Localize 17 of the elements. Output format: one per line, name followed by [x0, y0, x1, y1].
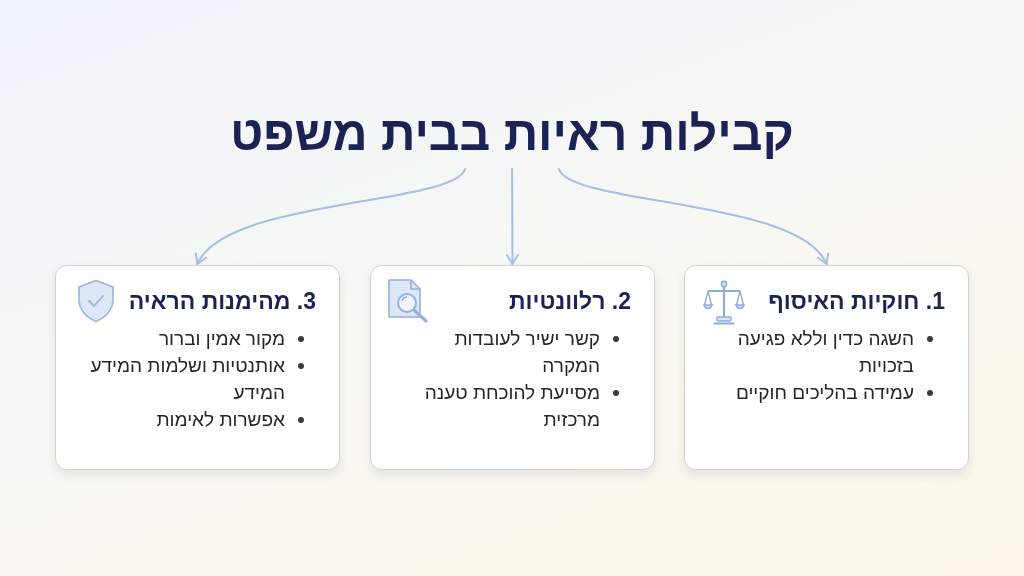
- card-heading: 3. מהימנות הראיה: [128, 287, 316, 316]
- card: [684, 265, 969, 470]
- card-heading: 2. רלוונטיות: [509, 287, 631, 316]
- bullet-text: מסייעת להוכחת טענה מרכזית: [423, 381, 600, 432]
- arrow: [196, 168, 466, 265]
- arrow: [505, 168, 519, 265]
- bullet-text: קשר ישיר לעובדות המקרה: [453, 327, 600, 378]
- bullet-text: השגה כדין וללא פגיעה בזכויות: [736, 327, 914, 378]
- arrow: [558, 168, 828, 265]
- bullet-text: אפשרות לאימות: [156, 408, 285, 432]
- title: קבילות ראיות בבית משפט: [212, 100, 812, 168]
- card: [370, 265, 655, 470]
- bullet-text: עמידה בהליכים חוקיים: [735, 381, 914, 405]
- card-heading: 1. חוקיות האיסוף: [768, 287, 945, 316]
- card: [55, 265, 340, 470]
- bullet-text: אותנטיות ושלמות המידע המידע: [89, 354, 285, 405]
- bullet-text: מקור אמין וברור: [158, 327, 285, 351]
